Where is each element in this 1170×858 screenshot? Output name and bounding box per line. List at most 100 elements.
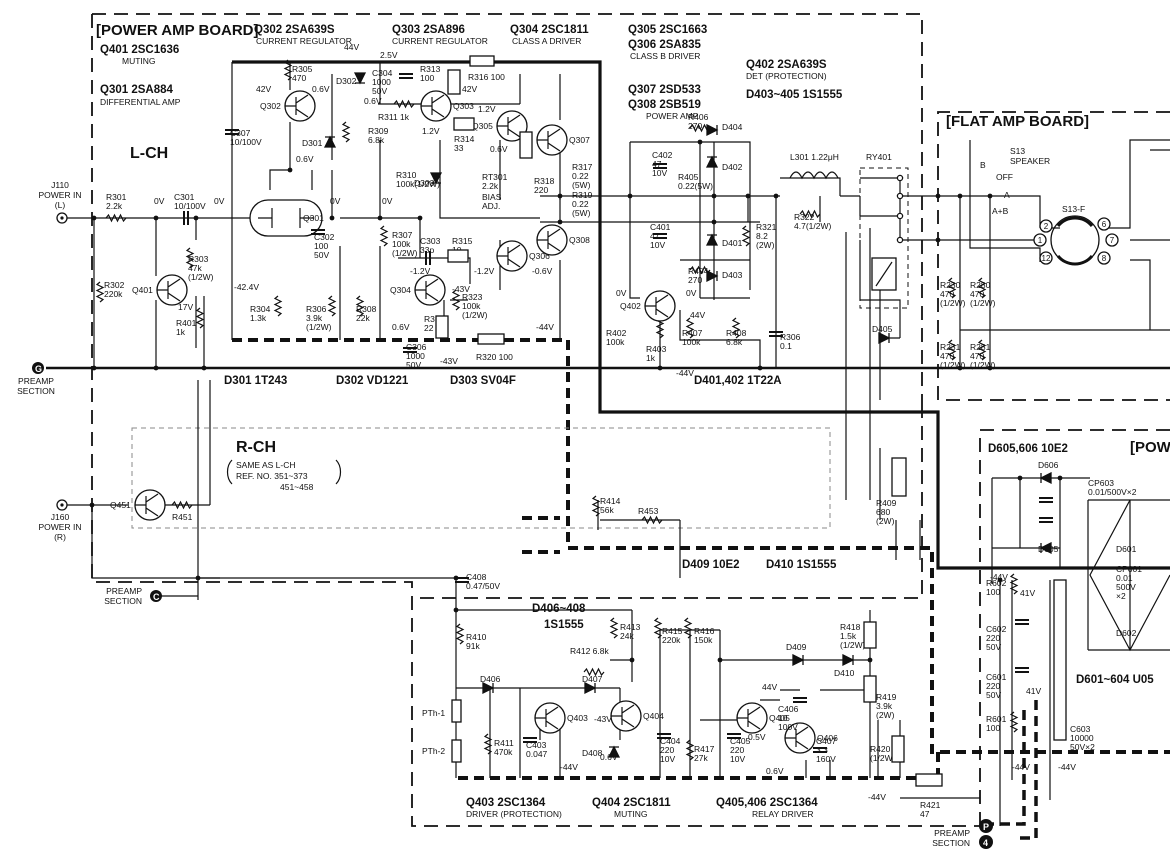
voltage-v22: 17V (178, 302, 193, 312)
svg-text:(R): (R) (54, 532, 66, 542)
voltage-v31: 0.5V (748, 732, 766, 742)
preamp-g-marker-icon (32, 362, 44, 374)
power-resistor-symbol (453, 117, 475, 131)
tlist-q401-role: MUTING (122, 56, 156, 66)
capacitor-symbol (225, 129, 239, 135)
svg-text:PREAMP: PREAMP (934, 828, 970, 838)
capacitor-symbol (657, 733, 671, 739)
resistor-symbol (685, 739, 695, 761)
capacitor-symbol (425, 251, 431, 265)
transistor-q404: Q404 (610, 700, 664, 732)
diode-line-3: D303 SV04F (450, 375, 516, 387)
component-d303: D303 (414, 178, 435, 188)
transistor-q308: Q308 (536, 224, 590, 256)
tlist-q308: Q308 2SB519 (628, 99, 701, 111)
resistor-symbol (341, 121, 351, 143)
component-d601: D601 (1116, 544, 1137, 554)
wire-input-l (62, 217, 258, 368)
transistor-label-q308: Q308 (569, 235, 590, 245)
junction-dot (987, 365, 993, 371)
capacitor-symbol (793, 697, 807, 703)
resistor-symbol (683, 617, 693, 639)
power-amp-board-outline (91, 13, 980, 827)
svg-text:PREAMP: PREAMP (106, 586, 142, 596)
transistor-label-q402: Q402 (620, 301, 641, 311)
speaker-switch-arc (1056, 216, 1094, 266)
svg-text:POWER IN: POWER IN (39, 190, 82, 200)
transistor-label-q306: Q306 (529, 251, 550, 261)
transistor-label-q403: Q403 (567, 713, 588, 723)
switch-pin-8: 8 (1097, 251, 1111, 265)
resistor-symbol (185, 247, 195, 269)
diode-symbol (584, 681, 597, 695)
component-r420: R420(1/2W) (870, 744, 896, 763)
junction-dot (557, 193, 563, 199)
junction-dot (987, 193, 993, 199)
voltage-v24: 0V (686, 288, 697, 298)
power-amp-board-outline-lower (412, 404, 923, 599)
blist-q404: Q404 2SC1811 (592, 797, 671, 809)
voltage-v23: 0V (616, 288, 627, 298)
component-r453: R453 (638, 506, 659, 516)
diode-symbol (323, 135, 337, 148)
diode-symbol (1039, 471, 1052, 485)
diode-line-2: D302 VD1221 (336, 375, 409, 387)
component-d405: D405 (872, 324, 893, 334)
diode-symbol (429, 172, 443, 185)
tlist-q306-role: CLASS B DRIVER (630, 51, 700, 61)
svg-text:7: 7 (1110, 236, 1115, 245)
transistor-label-q302: Q302 (260, 101, 281, 111)
capacitor-symbol (311, 229, 325, 235)
transistor-q304: Q304 (390, 274, 446, 306)
svg-text:OFF: OFF (996, 172, 1013, 182)
rch-note-1: SAME AS L-CH (236, 460, 296, 470)
port-preamp-c-label: PREAMP SECTION (104, 586, 142, 606)
diode-line-5: D409 10E2 (682, 559, 740, 571)
transistor-label-q404: Q404 (643, 711, 664, 721)
resistor-symbol (283, 59, 293, 81)
resistor-symbol (195, 307, 205, 329)
resistor-symbol (583, 667, 605, 677)
voltage-v10: 0V (154, 196, 165, 206)
tlist-q302-role: CURRENT REGULATOR (256, 36, 352, 46)
diode-symbol (705, 233, 719, 246)
transistor-q307: Q307 (536, 124, 590, 156)
voltage-v5: 42V (462, 84, 477, 94)
voltage-v15: -1.2V (410, 266, 431, 276)
switch-pin-2: 2 (1039, 219, 1053, 233)
tlist-q304-role: CLASS A DRIVER (512, 36, 581, 46)
diode-symbol (878, 331, 891, 345)
component-pth2: PTh-2 (422, 746, 445, 756)
diode-line-4: D401,402 1T22A (694, 375, 782, 387)
relay-contact (896, 212, 904, 220)
capacitor-symbol (183, 211, 189, 225)
resistor-symbol (483, 733, 493, 755)
svg-text:A+B: A+B (992, 206, 1009, 216)
power-resistor-symbol (447, 249, 469, 263)
wire-preamp-c (160, 577, 456, 597)
voltage-v26: -44V (676, 368, 694, 378)
speaker-switch-labels: S13 SPEAKER B OFF A A+B S13-F (980, 146, 1085, 216)
rch-note-3: 451~458 (280, 482, 314, 492)
diode-line-8: 1S1555 (544, 619, 584, 631)
resistor-group (95, 59, 1019, 761)
